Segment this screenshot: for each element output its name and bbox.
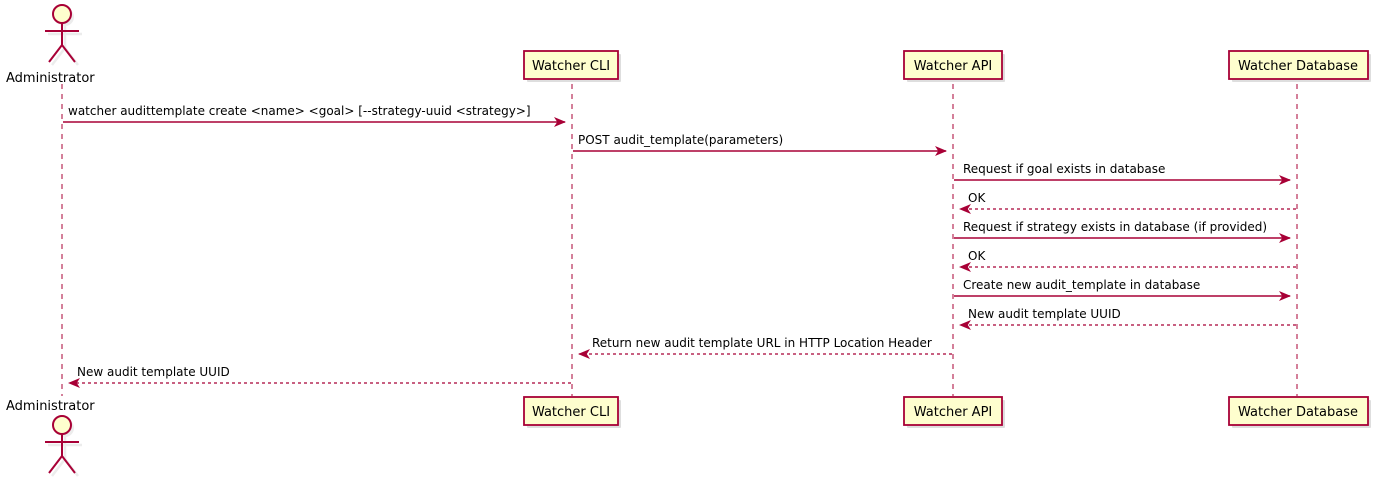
participant-box-rect (523, 50, 619, 80)
message-label: POST audit_template(parameters) (578, 133, 783, 147)
message-label: Return new audit template URL in HTTP Lo… (592, 336, 932, 350)
participant-label-watcher-database-top: Watcher Database (1238, 59, 1358, 74)
message-label: OK (968, 191, 986, 205)
participant-box-rect (1228, 396, 1369, 426)
participant-box-watcher-api-bottom[interactable]: Watcher API (903, 396, 1005, 428)
message-label: watcher audittemplate create <name> <goa… (68, 104, 531, 118)
participant-box-rect (523, 396, 619, 426)
message-10[interactable]: New audit template UUID (68, 365, 571, 388)
message-7[interactable]: Create new audit_template in database (954, 278, 1291, 301)
message-label: Request if strategy exists in database (… (963, 220, 1267, 234)
message-label: OK (968, 249, 986, 263)
participant-label-watcher-database-bottom: Watcher Database (1238, 405, 1358, 420)
actor-administrator-bottom[interactable]: Administrator (6, 399, 95, 477)
message-3[interactable]: Request if goal exists in database (954, 162, 1291, 185)
message-6[interactable]: OK (959, 249, 1296, 272)
participant-box-watcher-database-bottom[interactable]: Watcher Database (1228, 396, 1371, 428)
actor-leg-left (48, 455, 63, 474)
lifelines (61, 84, 1298, 396)
participant-box-watcher-cli-top[interactable]: Watcher CLI (523, 50, 621, 82)
participant-label-watcher-api-bottom: Watcher API (914, 405, 993, 420)
participant-box-watcher-cli-bottom[interactable]: Watcher CLI (523, 396, 621, 428)
message-5[interactable]: Request if strategy exists in database (… (954, 220, 1291, 243)
actor-head-icon (52, 415, 72, 435)
message-label: Create new audit_template in database (963, 278, 1200, 292)
participant-label-watcher-cli-bottom: Watcher CLI (532, 405, 610, 420)
actor-leg-right (61, 44, 76, 63)
participant-box-rect (1228, 50, 1369, 80)
participant-label-watcher-cli-top: Watcher CLI (532, 59, 610, 74)
actor-leg-right (61, 455, 76, 474)
message-1[interactable]: watcher audittemplate create <name> <goa… (63, 104, 566, 127)
message-8[interactable]: New audit template UUID (959, 307, 1296, 330)
message-2[interactable]: POST audit_template(parameters) (573, 133, 947, 156)
actor-administrator-top[interactable]: Administrator (6, 4, 95, 86)
actor-label-administrator-top: Administrator (6, 71, 95, 86)
participant-box-watcher-database-top[interactable]: Watcher Database (1228, 50, 1371, 82)
actor-head-icon (52, 4, 72, 24)
message-label: Request if goal exists in database (963, 162, 1165, 176)
message-label: New audit template UUID (968, 307, 1121, 321)
actor-leg-left (48, 44, 63, 63)
message-label: New audit template UUID (77, 365, 230, 379)
participant-box-watcher-api-top[interactable]: Watcher API (903, 50, 1005, 82)
message-4[interactable]: OK (959, 191, 1296, 214)
participant-box-rect (903, 50, 1003, 80)
participant-label-watcher-api-top: Watcher API (914, 59, 993, 74)
message-9[interactable]: Return new audit template URL in HTTP Lo… (578, 336, 952, 359)
participant-box-rect (903, 396, 1003, 426)
actor-label-administrator-bottom: Administrator (6, 399, 95, 414)
